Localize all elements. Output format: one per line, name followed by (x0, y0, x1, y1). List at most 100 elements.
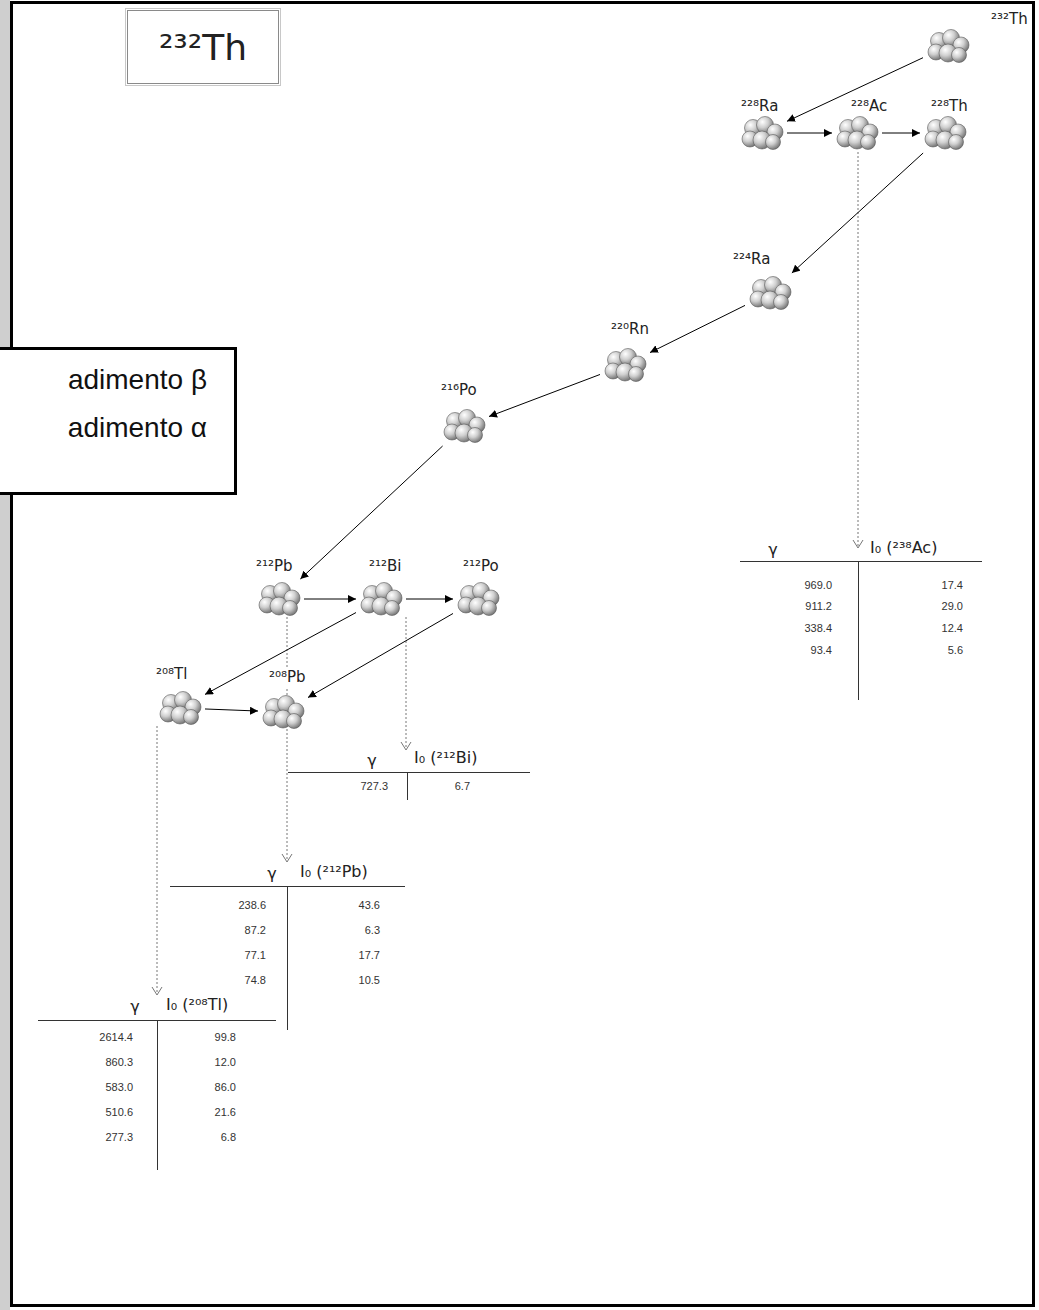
nucleus-icon (922, 115, 968, 151)
table-rule (157, 1021, 158, 1170)
nucleon (385, 601, 400, 616)
legend-box: adimento βadimento α (0, 347, 237, 495)
nuclide: ²²⁸Th (922, 115, 968, 151)
legend-text: adimento β (0, 356, 234, 404)
nuclide: ²¹²Bi (358, 581, 404, 617)
table-cell: 99.8 (215, 1031, 236, 1044)
gamma-leader (858, 152, 859, 547)
table-cell: 17.4 (942, 579, 963, 592)
decay-arrow (406, 599, 453, 600)
table-header: I₀ (²¹²Bi) (414, 748, 477, 767)
nucleus-icon (747, 275, 793, 311)
table-cell: 5.6 (948, 644, 963, 657)
table-rule (858, 562, 859, 700)
table-cell: 77.1 (245, 949, 266, 962)
table-rule (38, 1020, 276, 1021)
table-header: I₀ (²⁰⁸Tl) (166, 995, 228, 1014)
title-text: ²³²Th (159, 27, 247, 68)
table-cell: 29.0 (942, 600, 963, 613)
table-cell: 338.4 (804, 622, 832, 635)
nuclide-label: ²²⁸Ra (740, 97, 779, 116)
table-cell: 510.6 (105, 1106, 133, 1119)
nucleus-icon (441, 408, 487, 444)
nuclide: ²²⁸Ac (834, 115, 880, 151)
table-cell: 6.7 (455, 780, 470, 793)
title-box: ²³²Th (127, 10, 279, 84)
nuclide: ²⁰⁸Pb (260, 694, 306, 730)
nuclide: ²¹²Pb (256, 581, 302, 617)
nucleon (283, 601, 298, 616)
table-cell: 10.5 (359, 974, 380, 987)
nucleus-icon (256, 581, 302, 617)
nuclide: ²¹²Po (455, 581, 501, 617)
table-rule (287, 887, 288, 1030)
gamma-leader (287, 617, 288, 861)
table-header: γ (768, 540, 777, 559)
nuclide: ²²⁴Ra (747, 275, 793, 311)
nucleon (629, 367, 644, 382)
decay-arrow (792, 153, 923, 273)
table-header: γ (130, 997, 139, 1016)
frame (12, 3, 1034, 1306)
nuclide-label: ²³²Th (990, 10, 1029, 29)
decay-arrow (300, 446, 442, 579)
decay-arrow (787, 133, 832, 134)
nucleon (952, 48, 967, 63)
nucleon (949, 135, 964, 150)
gamma-leader (157, 726, 158, 994)
decay-arrow (650, 305, 745, 352)
nucleus-icon (925, 28, 971, 64)
decay-arrow (489, 374, 600, 416)
table-cell: 727.3 (360, 780, 388, 793)
nucleus-icon (260, 694, 306, 730)
table-header: γ (367, 751, 376, 770)
nuclide-label: ²¹²Po (462, 557, 500, 576)
table-rule (740, 561, 982, 562)
table-cell: 17.7 (359, 949, 380, 962)
table-cell: 86.0 (215, 1081, 236, 1094)
nucleon (287, 714, 302, 729)
nucleus-icon (358, 581, 404, 617)
table-header: γ (267, 864, 276, 883)
table-cell: 93.4 (811, 644, 832, 657)
table-rule (170, 886, 405, 887)
table-cell: 87.2 (245, 924, 266, 937)
table-header: I₀ (²¹²Pb) (300, 862, 368, 881)
decay-arrow (882, 133, 920, 134)
nucleus-icon (739, 115, 785, 151)
nuclide-label: ²²⁰Rn (610, 320, 650, 339)
nucleon (184, 710, 199, 725)
decay-arrow (308, 613, 453, 697)
side-strip (0, 0, 10, 1310)
legend-text: adimento α (0, 404, 234, 452)
table-header: I₀ (²³⁸Ac) (870, 538, 937, 557)
decay-arrow (787, 58, 923, 122)
nucleon (482, 601, 497, 616)
table-cell: 969.0 (804, 579, 832, 592)
nucleus-icon (157, 690, 203, 726)
nucleus-icon (602, 347, 648, 383)
nucleus-icon (455, 581, 501, 617)
table-cell: 6.8 (221, 1131, 236, 1144)
leader-head (152, 987, 162, 995)
decay-arrow (304, 599, 356, 600)
table-cell: 6.3 (365, 924, 380, 937)
nuclide-label: ²²⁸Th (930, 97, 969, 116)
table-cell: 74.8 (245, 974, 266, 987)
nuclide-label: ²¹²Pb (255, 557, 294, 576)
nuclide-label: ²²⁴Ra (732, 250, 771, 269)
table-rule (288, 772, 530, 773)
table-cell: 2614.4 (99, 1031, 133, 1044)
nuclide-label: ²⁰⁸Tl (155, 665, 188, 684)
nuclide-label: ²¹⁶Po (440, 381, 478, 400)
table-cell: 12.0 (215, 1056, 236, 1069)
decay-arrow (205, 613, 356, 695)
nuclide: ²¹⁶Po (441, 408, 487, 444)
nuclide: ²³²Th (925, 28, 971, 64)
table-cell: 911.2 (805, 600, 832, 613)
nuclide-label: ²²⁸Ac (850, 97, 888, 116)
leader-head (401, 742, 411, 750)
